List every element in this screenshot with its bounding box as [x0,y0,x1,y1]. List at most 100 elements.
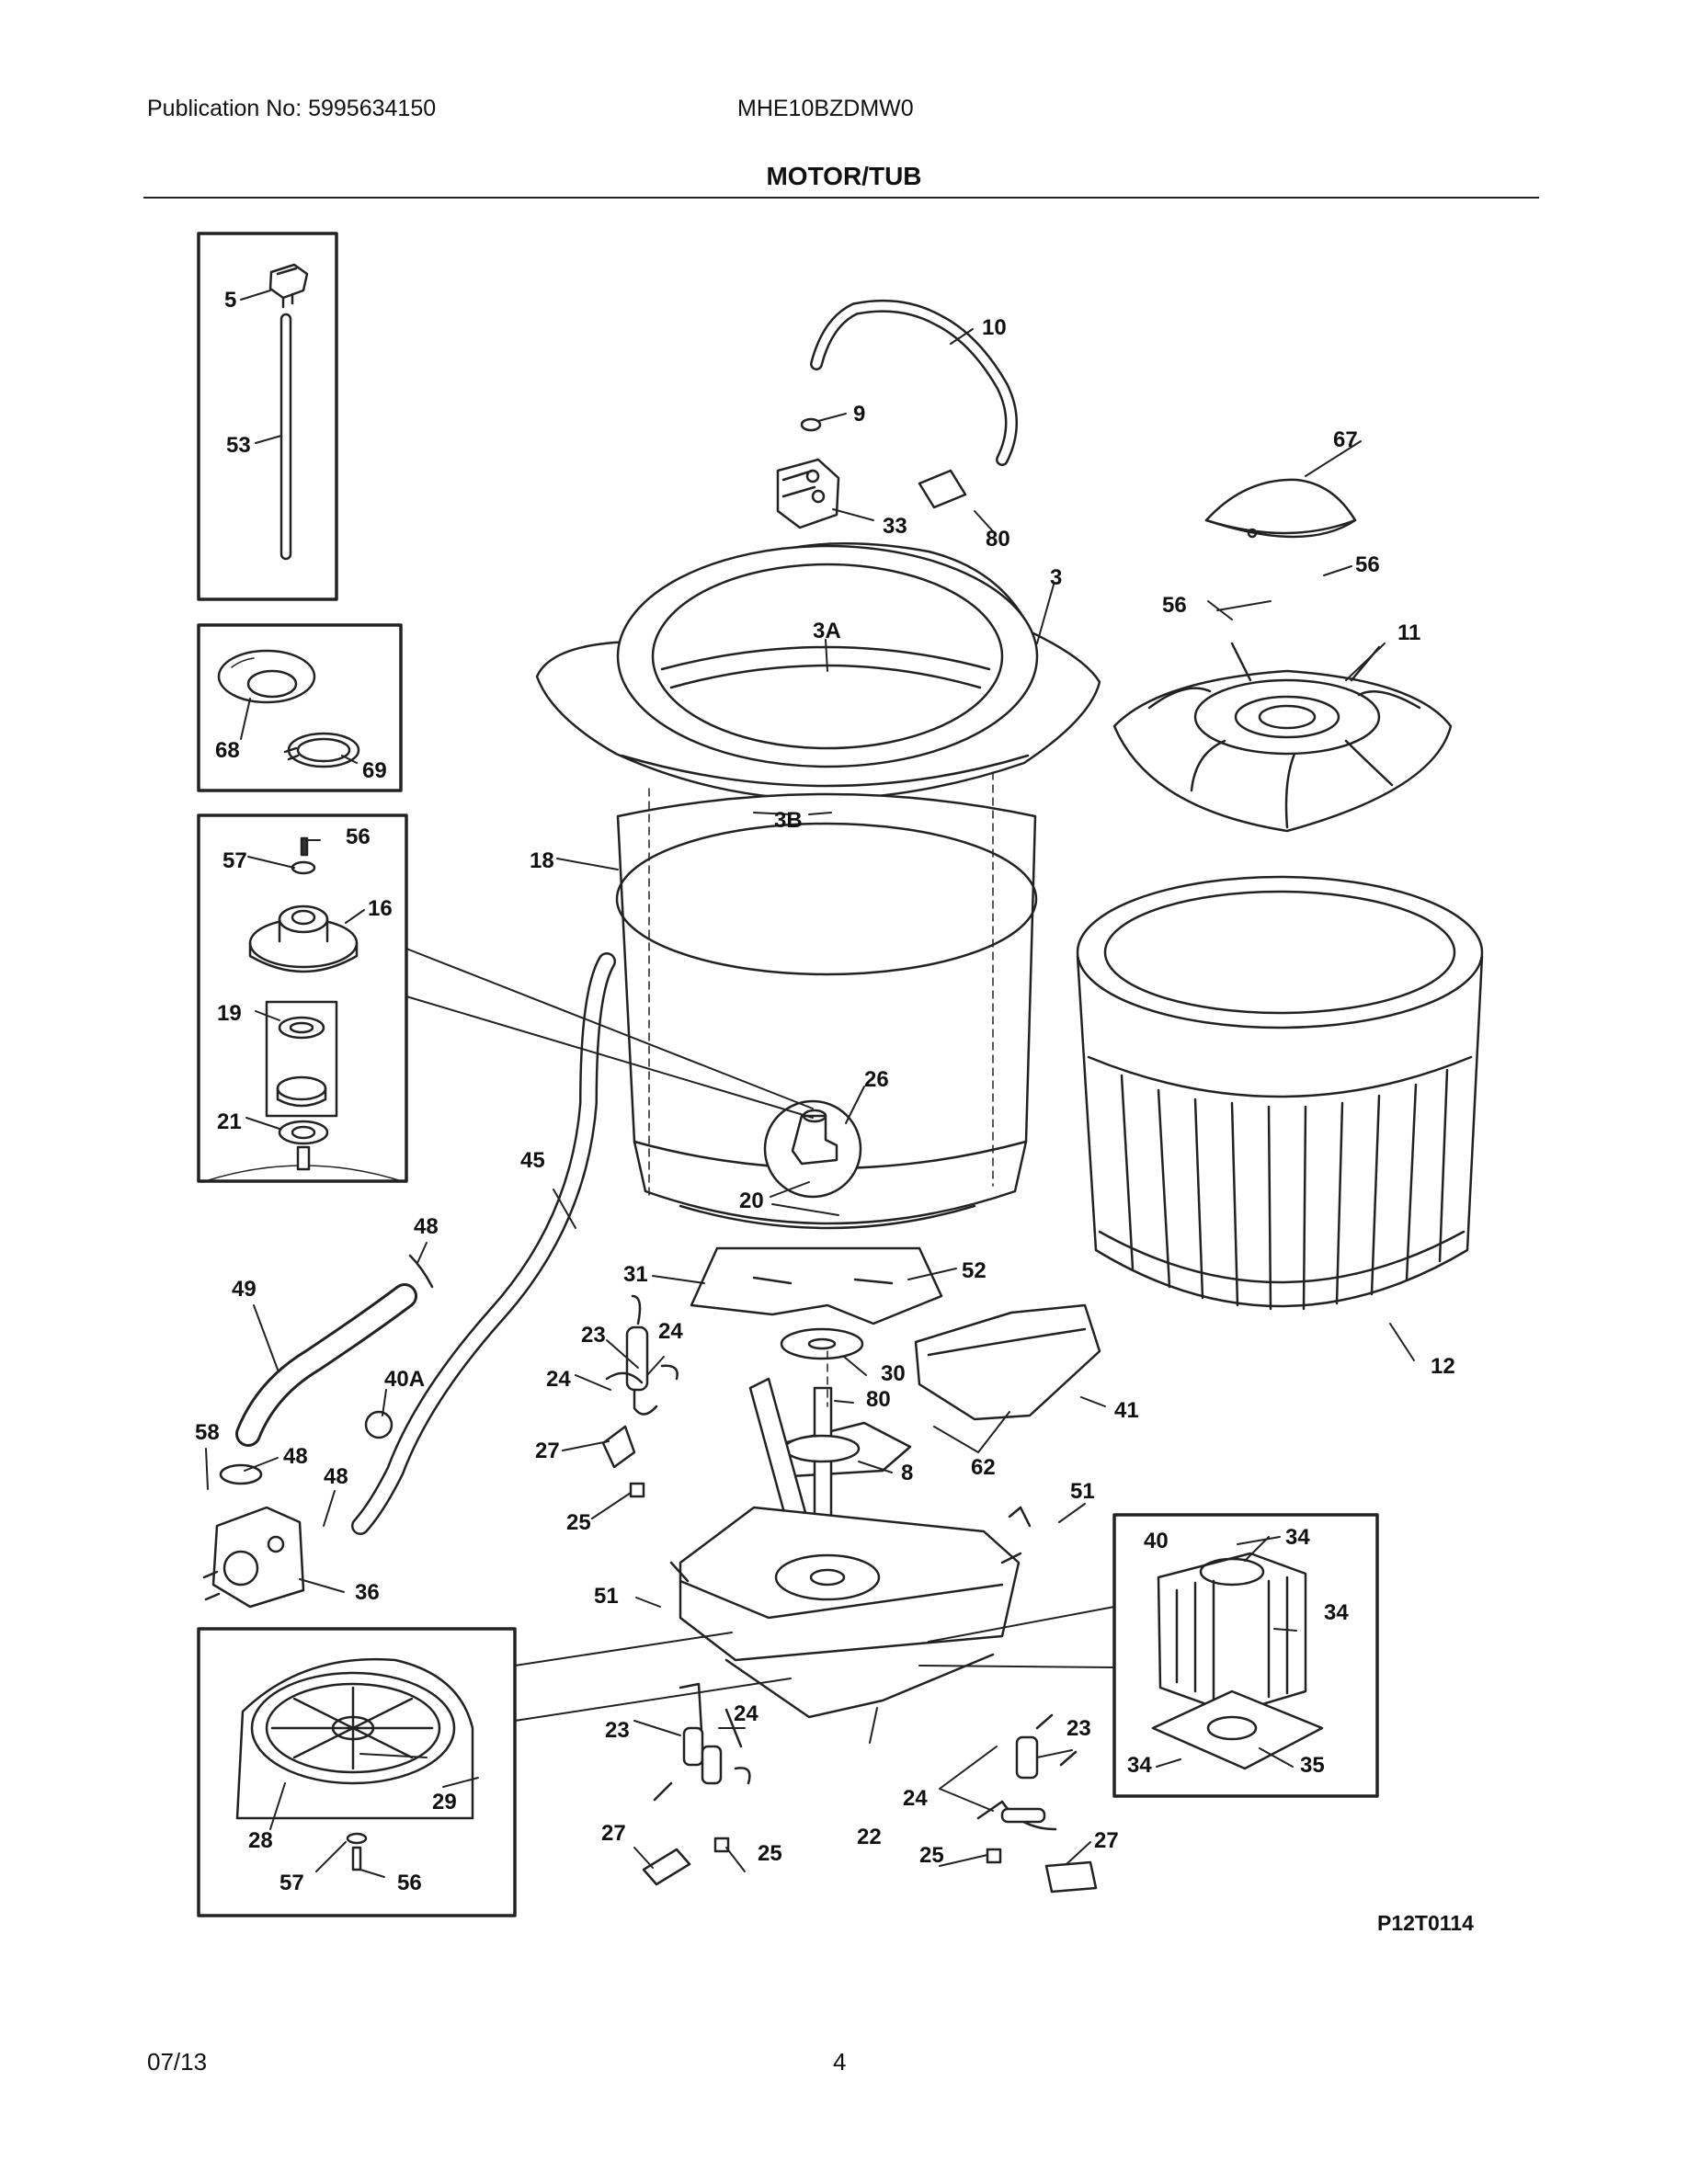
callout-label: 23 [1066,1716,1091,1741]
remove-label-disc-part [217,649,316,704]
callout-label: 8 [901,1461,913,1485]
callout-label: 49 [232,1277,257,1302]
footer-date: 07/13 [147,2048,208,2076]
callout-label: 56 [1162,593,1187,618]
water-valve-part [776,458,840,529]
callout-label: 51 [594,1584,619,1609]
pump-hose-part [235,1283,417,1447]
outer-tub-cover-part [535,542,1101,802]
callout-label: 40A [384,1367,425,1392]
callout-label: 3 [1050,565,1062,590]
callout-label: 40 [1144,1529,1169,1553]
callout-label: 41 [1114,1398,1139,1423]
callout-label: 5 [224,288,236,313]
shroud-part [914,1303,1101,1421]
balance-ring-fan-part [1112,642,1453,833]
callout-label: 22 [857,1825,882,1849]
callout-label: 23 [581,1323,606,1348]
callout-label: 26 [864,1067,889,1092]
inset-box-remove-label [197,623,403,792]
callout-label: 45 [520,1148,545,1173]
agitator-bearing-circle-part [763,1099,862,1199]
callout-label: 3A [813,619,841,643]
inset-box-bearing-assembly [197,813,408,1183]
callout-label: 57 [222,848,247,873]
footer-page-number: 4 [833,2048,847,2076]
callout-label: 51 [1070,1479,1095,1504]
spring-bottom-right-part [976,1713,1078,1831]
callout-label: 20 [739,1189,764,1213]
inset-box-motor [1112,1513,1379,1798]
inlet-hose-part [810,299,1018,509]
callout-label: 19 [217,1001,242,1026]
callout-label: 24 [734,1701,758,1726]
callout-label: 52 [962,1258,987,1283]
callout-label: 48 [283,1444,308,1469]
pressure-tube-part [279,313,292,561]
publication-number: Publication No: 5995634150 [147,96,437,121]
callout-label: 25 [919,1843,944,1868]
callout-label: 34 [1127,1753,1152,1778]
bearing-inset-parts [201,836,405,1183]
hose-clamp-part [283,732,360,768]
spring-left-upper-part [605,1294,679,1416]
callout-label: 57 [279,1871,304,1895]
motor-part [1151,1552,1324,1770]
callout-label: 80 [986,527,1010,552]
base-frame-part [669,1506,1032,1719]
inset-box-water-level-sensor [197,232,338,601]
damper-clip-part [601,1425,645,1498]
callout-label: 80 [866,1387,891,1412]
outer-tub-body-part [615,792,1038,1230]
mount-bracket-part [690,1246,943,1325]
callout-label: 53 [226,433,251,458]
pressure-sensor-part [268,263,309,309]
callout-label: 24 [546,1367,571,1392]
callout-label: 56 [346,825,371,849]
callout-label: 34 [1324,1600,1349,1625]
callout-label: 36 [355,1580,380,1605]
hose-washer-part [800,417,822,432]
callout-label: 28 [248,1828,273,1853]
callout-label: 23 [605,1718,630,1743]
cap-dome-part [1204,478,1357,539]
callout-label: 16 [368,896,393,921]
damper-clip-bottom-left-part [642,1837,730,1886]
callout-label: 18 [530,848,554,873]
callout-label: 3B [774,808,803,833]
callout-label: 27 [1094,1828,1119,1853]
callout-label: 62 [971,1455,996,1480]
wash-basket-part [1076,875,1484,1311]
callout-label: 35 [1300,1753,1325,1778]
callout-label: 58 [195,1420,220,1445]
header-rule [143,197,1539,199]
callout-label: 34 [1285,1525,1310,1550]
callout-label: 69 [362,758,387,783]
section-title: MOTOR/TUB [766,162,922,190]
drive-pulley-part [780,1327,864,1360]
callout-labels: 5 53 68 69 56 57 16 19 21 10 9 33 80 3 3… [195,288,1474,1935]
inset-box-pulley-belt [197,1627,517,1917]
callout-label: 27 [535,1439,560,1463]
callout-label: 56 [397,1871,422,1895]
drawing-code: P12T0114 [1377,1911,1474,1935]
callout-label: 27 [601,1821,626,1846]
callout-label: 21 [217,1109,242,1134]
model-number: MHE10BZDMW0 [737,96,914,121]
drain-hose-part [351,952,616,1535]
callout-label: 68 [215,738,240,763]
callout-label: 29 [432,1790,457,1814]
callout-label: 24 [658,1319,683,1344]
callout-label: 48 [324,1464,348,1489]
callout-label: 67 [1333,427,1358,452]
callout-label: 31 [623,1262,648,1287]
callout-label: 25 [758,1841,782,1866]
leader-lines [205,290,1415,1878]
callout-label: 11 [1397,620,1420,645]
drain-pump-part [202,1506,305,1609]
damper-clip-bottom-right-part [986,1848,1098,1894]
callout-label: 9 [853,402,865,427]
drive-shaft-plate-part [748,1377,912,1531]
callout-label: 10 [982,315,1007,340]
